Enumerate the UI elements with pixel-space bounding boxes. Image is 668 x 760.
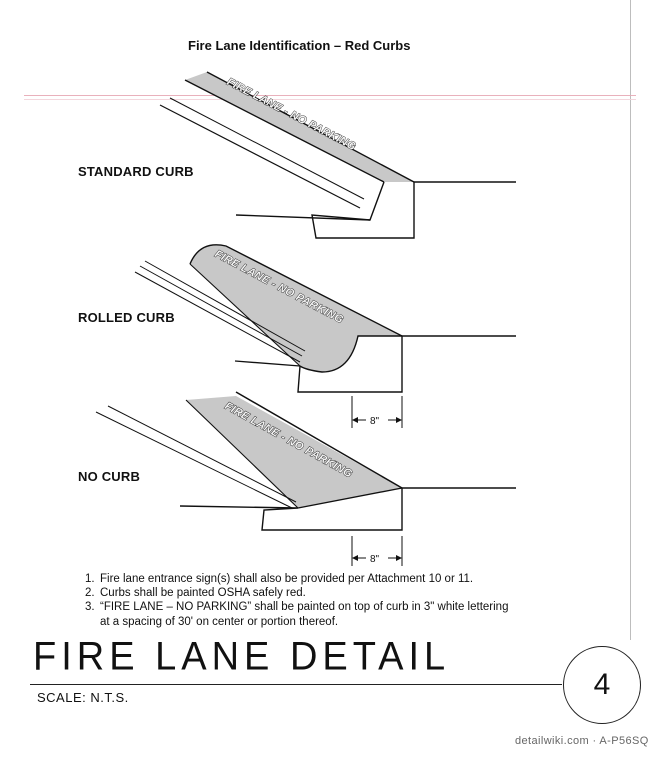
no-curb-dimension: 8" <box>370 554 380 565</box>
no-curb-top-surface <box>186 396 402 508</box>
no-curb-drawing: 8" FIRE LANE - NO PARKING <box>95 391 516 566</box>
note-item: at a spacing of 30' on center or portion… <box>100 615 339 628</box>
page-edge-line <box>630 0 631 640</box>
standard-curb-top-surface <box>185 72 414 182</box>
rolled-curb-dimension: 8" <box>370 416 380 427</box>
note-item: 2.Curbs shall be painted OSHA safely red… <box>85 587 306 600</box>
standard-curb-stencil: FIRE LANE - NO PARKING <box>225 76 358 153</box>
detail-number-circle: 4 <box>563 646 641 724</box>
no-curb-label: NO CURB <box>78 469 141 484</box>
document-title: Fire Lane Identification – Red Curbs <box>188 38 411 53</box>
standard-curb-drawing: FIRE LANE - NO PARKING <box>159 71 516 239</box>
scale-label: SCALE: N.T.S. <box>37 690 129 705</box>
title-underline <box>30 684 562 685</box>
note-item: 1.Fire lane entrance sign(s) shall also … <box>85 573 474 585</box>
note-item: 3.“FIRE LANE – NO PARKING” shall be pain… <box>85 601 509 614</box>
detail-number: 4 <box>593 668 611 701</box>
notes-list: 1.Fire lane entrance sign(s) shall also … <box>85 572 508 629</box>
detail-title: FIRE LANE DETAIL <box>33 634 451 680</box>
rolled-curb-label: ROLLED CURB <box>78 310 175 325</box>
pink-rule <box>24 95 636 96</box>
watermark: detailwiki.com · A-P56SQ <box>515 735 649 747</box>
pink-rule-secondary <box>24 99 636 100</box>
standard-curb-label: STANDARD CURB <box>78 164 194 179</box>
rolled-curb-top-surface <box>190 244 402 372</box>
